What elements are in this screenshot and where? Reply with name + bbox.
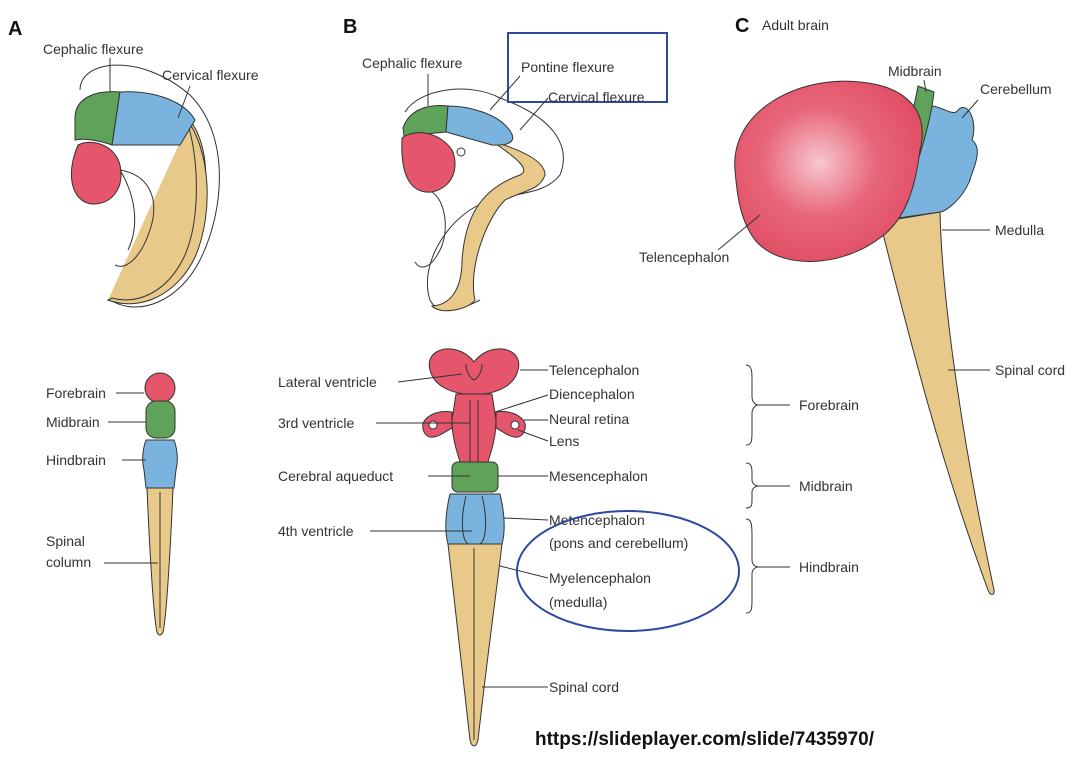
c-medulla-label: Medulla xyxy=(995,222,1044,238)
b-pontine-flexure-leader xyxy=(490,76,520,110)
a-cephalic-flexure-label: Cephalic flexure xyxy=(43,41,144,57)
b-third-ventricle-label: 3rd ventricle xyxy=(278,415,354,431)
embryo-a xyxy=(71,65,219,307)
b-metencephalon-leader xyxy=(504,518,548,520)
b-metencephalon-note: (pons and cerebellum) xyxy=(549,535,688,551)
b-cephalic-flexure-label: Cephalic flexure xyxy=(362,55,463,71)
adult-brain-title: Adult brain xyxy=(762,17,829,33)
adult-brain-c xyxy=(735,81,994,594)
c-cerebellum-label: Cerebellum xyxy=(980,81,1052,97)
b-cervical-flexure-label: Cervical flexure xyxy=(548,89,645,105)
neural-tube-b xyxy=(423,349,526,746)
hindbrain-bracket xyxy=(746,519,758,613)
c-spinal-cord-label: Spinal cord xyxy=(995,362,1065,378)
neural-tube-a xyxy=(143,373,178,635)
b-myelencephalon-leader xyxy=(500,566,548,578)
b-lens-leader xyxy=(518,430,548,441)
forebrain-bracket xyxy=(746,365,758,445)
b-group-hindbrain-label: Hindbrain xyxy=(799,559,859,575)
b-metencephalon-label: Metencephalon xyxy=(549,512,645,528)
a-hindbrain-label: Hindbrain xyxy=(46,452,106,468)
b-fourth-ventricle-label: 4th ventricle xyxy=(278,523,354,539)
b-group-midbrain-label: Midbrain xyxy=(799,478,853,494)
b-diencephalon-leader xyxy=(495,395,548,412)
c-midbrain-label: Midbrain xyxy=(888,63,942,79)
b-lateral-ventricle-label: Lateral ventricle xyxy=(278,374,377,390)
b-myelencephalon-note: (medulla) xyxy=(549,594,607,610)
midbrain-bracket xyxy=(746,463,758,508)
b-spinal-cord-label: Spinal cord xyxy=(549,679,619,695)
a-spinal-label-line1: Spinal xyxy=(46,533,85,549)
b-myelencephalon-label: Myelencephalon xyxy=(549,570,651,586)
a-midbrain-label: Midbrain xyxy=(46,414,100,430)
a-forebrain-label: Forebrain xyxy=(46,385,106,401)
b-cerebral-aqueduct-label: Cerebral aqueduct xyxy=(278,468,393,484)
embryo-b xyxy=(402,89,564,311)
b-group-forebrain-label: Forebrain xyxy=(799,397,859,413)
a-cervical-flexure-label: Cervical flexure xyxy=(162,67,259,83)
panel-b-letter: B xyxy=(343,16,357,38)
a-spinal-label-line2: column xyxy=(46,554,91,570)
b-diencephalon-label: Diencephalon xyxy=(549,386,635,402)
b-neural-retina-label: Neural retina xyxy=(549,411,629,427)
c-telencephalon-label: Telencephalon xyxy=(639,249,729,265)
source-url: https://slideplayer.com/slide/7435970/ xyxy=(535,729,875,750)
b-mesencephalon-label: Mesencephalon xyxy=(549,468,648,484)
b-telencephalon-label: Telencephalon xyxy=(549,362,639,378)
panel-a-letter: A xyxy=(8,18,22,40)
panel-c-letter: C xyxy=(735,15,749,37)
b-lens-label: Lens xyxy=(549,433,579,449)
b-pontine-flexure-label: Pontine flexure xyxy=(521,59,615,75)
